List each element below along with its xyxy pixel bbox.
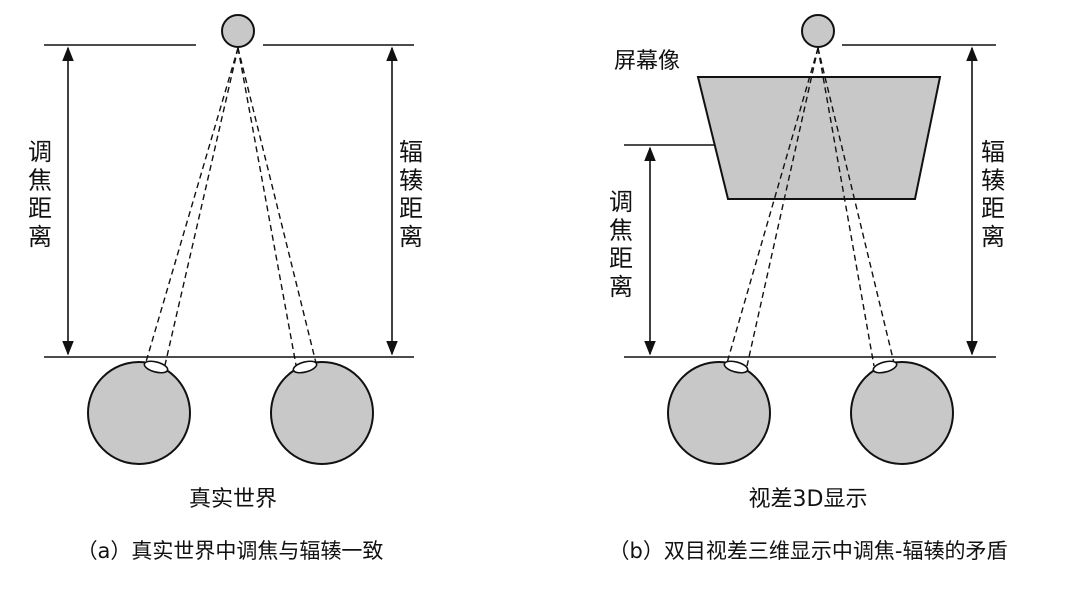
- sight-line: [726, 47, 819, 364]
- right-eye-lens: [872, 360, 898, 374]
- sight-lines-a: [145, 47, 317, 366]
- right-eye: [270, 361, 374, 465]
- screen-image-label: 屏幕像: [614, 49, 680, 74]
- left-eye-lens: [143, 360, 169, 374]
- panel-a: 调焦距离 辐辏距离 真实世界 （a）真实世界中调焦与辐辏一致: [28, 14, 423, 563]
- sight-line: [145, 47, 239, 363]
- screen-image: [696, 76, 942, 200]
- vergence-distance-label: 辐辏距离: [399, 138, 423, 251]
- focus-distance-label: 调焦距离: [609, 188, 633, 301]
- sight-line: [237, 47, 297, 366]
- right-eye: [850, 361, 954, 465]
- sight-line: [164, 47, 239, 366]
- left-eye: [667, 361, 771, 465]
- target-object: [801, 14, 835, 48]
- right-eye-lens: [292, 360, 318, 374]
- sight-line: [237, 47, 317, 364]
- sight-line: [746, 47, 819, 367]
- sight-lines-b: [726, 47, 895, 367]
- panel-a-caption: （a）真实世界中调焦与辐辏一致: [77, 539, 384, 563]
- focus-distance-label: 调焦距离: [28, 138, 52, 251]
- panel-b: 调焦距离 辐辏距离 屏幕像 视差3D显示 （b）双目视差三维显示中调焦-辐辏的矛…: [609, 14, 1008, 563]
- left-eye: [87, 361, 191, 465]
- panel-b-sublabel: 视差3D显示: [749, 487, 868, 512]
- vergence-distance-label: 辐辏距离: [981, 138, 1005, 251]
- panel-a-sublabel: 真实世界: [189, 487, 277, 512]
- panel-b-caption: （b）双目视差三维显示中调焦-辐辏的矛盾: [609, 539, 1008, 563]
- sight-line: [817, 47, 895, 364]
- sight-line: [817, 47, 875, 367]
- left-eye-lens: [723, 360, 749, 374]
- target-object: [221, 14, 255, 48]
